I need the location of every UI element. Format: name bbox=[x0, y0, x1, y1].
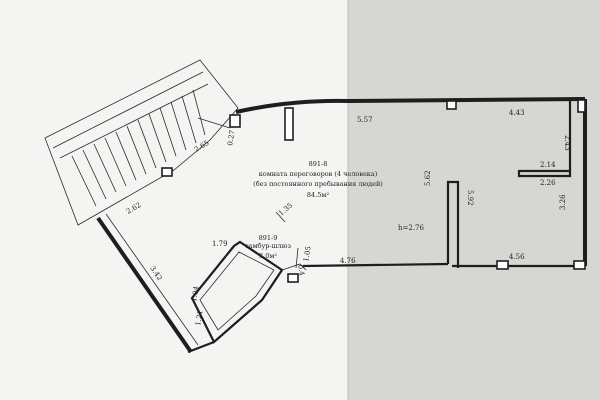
outer-walls bbox=[96, 97, 587, 354]
column-top-right bbox=[446, 100, 457, 110]
room-891-8-label: 891-8 комната переговоров (4 человека) (… bbox=[253, 160, 383, 199]
interior-partition bbox=[446, 180, 460, 268]
stair-outline bbox=[44, 59, 239, 226]
top-wall bbox=[235, 97, 586, 114]
dim-top-left: 5.57 bbox=[357, 116, 373, 124]
ceiling-height: h=2.76 bbox=[398, 224, 425, 232]
stair-inner-rail-2 bbox=[59, 83, 209, 159]
column-top-mid bbox=[284, 107, 294, 141]
dim-interior-left: 5.62 bbox=[424, 170, 432, 186]
bottom-left-wall bbox=[302, 262, 449, 268]
dim-step-horizontal: 2.14 bbox=[540, 161, 556, 169]
stair-inner-rail bbox=[52, 71, 204, 149]
column-bottom-right bbox=[573, 260, 586, 270]
room-891-8-area: 84.5м² bbox=[307, 191, 330, 199]
room-891-9-name: тамбур-шлюз bbox=[245, 242, 291, 250]
column-top-left bbox=[229, 114, 241, 128]
left-wall-inner bbox=[105, 213, 199, 346]
dim-vest-opening: 0.4 bbox=[296, 264, 306, 277]
room-891-9-area: 3.0м² bbox=[259, 252, 277, 260]
vestibule-inner bbox=[199, 251, 275, 331]
room-891-9-label: 891-9 тамбур-шлюз 3.0м² bbox=[245, 234, 291, 260]
column-vest bbox=[287, 273, 299, 283]
vestibule-partition bbox=[295, 247, 299, 269]
dim-top-right: 4.43 bbox=[509, 109, 525, 117]
paper-right bbox=[348, 0, 600, 400]
dim-right-upper: 2.43 bbox=[563, 135, 571, 151]
column-stair bbox=[161, 167, 173, 177]
dim-bottom-right: 4.56 bbox=[509, 253, 525, 261]
room-891-9-id: 891-9 bbox=[259, 234, 278, 242]
column-bottom-mid bbox=[496, 260, 509, 270]
column-right bbox=[577, 99, 586, 113]
dim-interior-right: 5.92 bbox=[466, 190, 474, 206]
room-891-8-name: комната переговоров (4 человека) bbox=[259, 170, 378, 178]
dim-vest-bottom: 1.04 bbox=[190, 285, 201, 302]
staircase bbox=[44, 59, 239, 226]
right-step-wall bbox=[517, 169, 572, 178]
vestibule-door bbox=[281, 263, 307, 271]
room-891-8-note: (без постоянного пребывания людей) bbox=[253, 180, 383, 188]
dim-vest-left: 1.79 bbox=[212, 240, 228, 248]
dim-bottom-left: 4.76 bbox=[340, 257, 356, 265]
dim-vest-right: 1.05 bbox=[302, 246, 313, 263]
lower-left-wall bbox=[187, 340, 215, 354]
dim-right-lower: 3.26 bbox=[559, 194, 567, 210]
vestibule bbox=[190, 211, 307, 344]
paper-left bbox=[0, 0, 348, 400]
dim-step-below: 2.26 bbox=[540, 179, 556, 187]
stair-landing-arrow bbox=[197, 117, 231, 129]
stair-treads bbox=[71, 89, 206, 207]
dim-column-small: 0.27 bbox=[226, 130, 237, 147]
dim-lower-left: 1.21 bbox=[194, 310, 205, 327]
left-wall bbox=[96, 216, 193, 354]
vestibule-link bbox=[275, 211, 286, 223]
room-891-8-id: 891-8 bbox=[309, 160, 328, 168]
